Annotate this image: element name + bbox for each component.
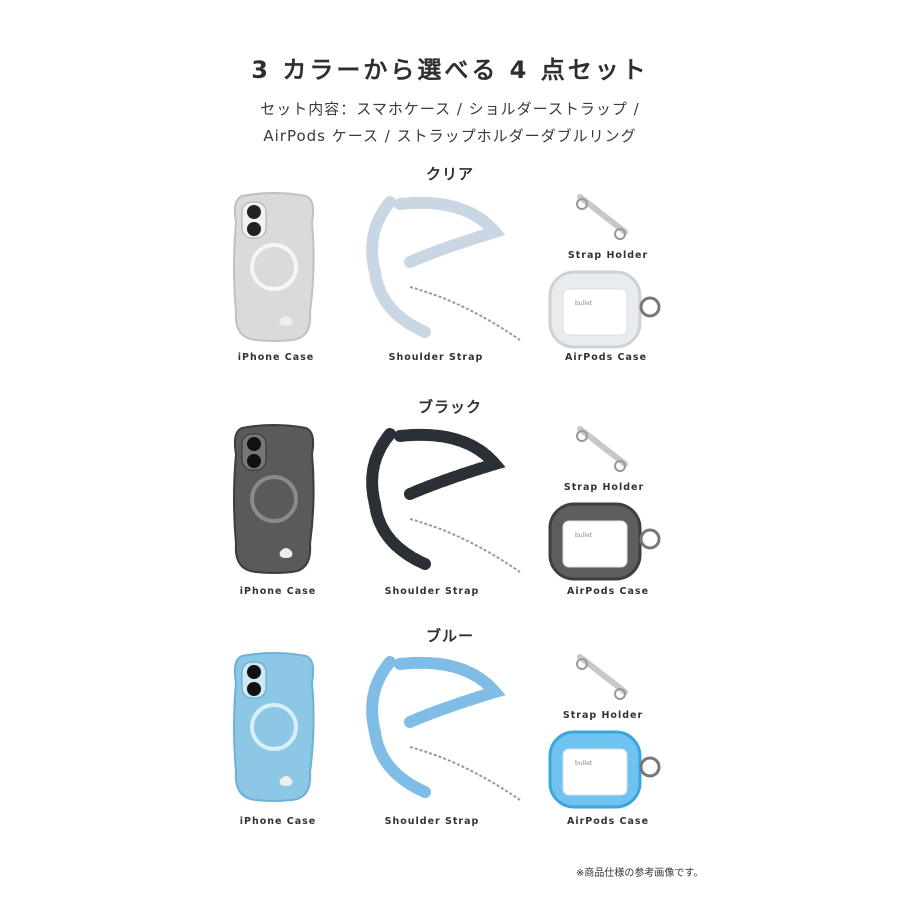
variant-heading-clear: クリア (425, 165, 474, 183)
label-strap: Shoulder Strap (388, 352, 484, 363)
label-phone: iPhone Case (239, 816, 317, 827)
svg-text:bullet: bullet (575, 532, 593, 539)
label-pods: AirPods Case (566, 816, 650, 827)
label-holder: Strap Holder (563, 482, 645, 493)
phone-case-image (233, 424, 315, 574)
svg-text:bullet: bullet (575, 760, 593, 767)
strap-holder-image (576, 654, 628, 700)
label-phone: iPhone Case (237, 352, 315, 363)
page-title: 3 カラーから選べる 4 点セット (251, 56, 649, 84)
variant-row-clear: bullet iPhone Case Shoulder Strap Strap … (0, 192, 900, 392)
footnote: ※商品仕様の参考画像です。 (576, 868, 704, 879)
variant-heading-black: ブラック (417, 398, 482, 416)
shoulder-strap-image (366, 196, 521, 341)
shoulder-strap-image (366, 656, 521, 801)
svg-text:bullet: bullet (575, 300, 593, 307)
airpods-case-image: bullet (548, 502, 661, 581)
label-strap: Shoulder Strap (384, 586, 480, 597)
label-holder: Strap Holder (567, 250, 649, 261)
phone-case-image (233, 192, 315, 342)
strap-holder-image (576, 426, 628, 472)
airpods-case-image: bullet (548, 730, 661, 809)
set-contents-line-1: セット内容：スマホケース / ショルダーストラップ / (260, 100, 640, 118)
label-phone: iPhone Case (239, 586, 317, 597)
set-contents-line-2: AirPods ケース / ストラップホルダーダブルリング (263, 127, 637, 145)
label-strap: Shoulder Strap (384, 816, 480, 827)
label-pods: AirPods Case (564, 352, 648, 363)
variant-row-black: bullet iPhone Case Shoulder Strap Strap … (0, 424, 900, 624)
shoulder-strap-image (366, 428, 521, 573)
label-holder: Strap Holder (562, 710, 644, 721)
airpods-case-image: bullet (548, 270, 661, 349)
strap-holder-image (576, 194, 628, 240)
variant-row-blue: bullet iPhone Case Shoulder Strap Strap … (0, 652, 900, 852)
phone-case-image (233, 652, 315, 802)
variant-heading-blue: ブルー (425, 627, 474, 645)
label-pods: AirPods Case (566, 586, 650, 597)
